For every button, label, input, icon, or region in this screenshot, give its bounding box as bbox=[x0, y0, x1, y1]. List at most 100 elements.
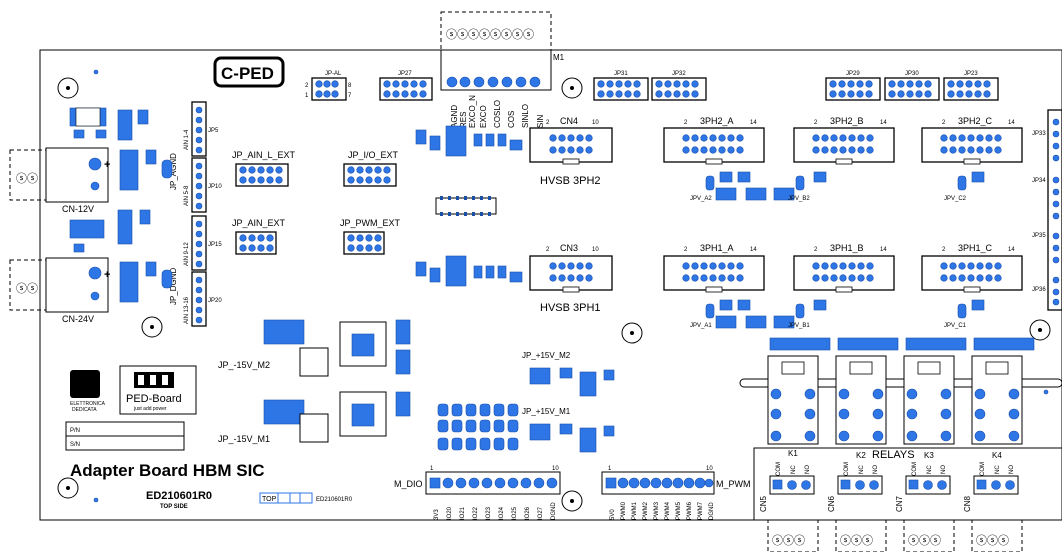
ain-9-12-label: AIN 9-12 bbox=[184, 242, 190, 266]
m1-pin-labels: AGND RES EXCO_N EXCO COSLO COS SINLO SIN bbox=[450, 95, 545, 128]
svg-text:ⓢⓢⓢ: ⓢⓢⓢ bbox=[772, 534, 805, 547]
svg-text:NC: NC bbox=[927, 465, 933, 474]
pn-label: P/N bbox=[70, 428, 80, 434]
svg-text:COM: COM bbox=[980, 462, 986, 476]
cn-24v-hatch: ⓢⓢ bbox=[16, 282, 38, 295]
svg-text:PWM1: PWM1 bbox=[632, 501, 638, 520]
cped-logo-text: C-PED bbox=[221, 64, 274, 83]
jp-agnd-label: JP_AGND bbox=[169, 153, 178, 190]
svg-text:AGND: AGND bbox=[450, 105, 459, 128]
svg-text:JPV_C2: JPV_C2 bbox=[944, 196, 967, 202]
cn-24v-pin-1 bbox=[88, 266, 102, 280]
svg-text:NC: NC bbox=[791, 465, 797, 474]
jp-15v-m1-label: JP_-15V_M1 bbox=[218, 434, 270, 444]
jp23-group: JP23 bbox=[943, 71, 999, 101]
ain-5-8-label: AIN 5-8 bbox=[184, 185, 190, 206]
relays-label: RELAYS bbox=[872, 449, 915, 461]
svg-text:NC: NC bbox=[995, 465, 1001, 474]
svg-text:2: 2 bbox=[942, 120, 946, 126]
m-dio-num-1: 1 bbox=[430, 466, 434, 472]
connector-3ph1-c: 3PH1_C 2 14 bbox=[921, 243, 1023, 293]
cn3-connector bbox=[529, 255, 613, 291]
m1-label: M1 bbox=[553, 53, 565, 62]
board-code: ED210601R0 bbox=[146, 490, 212, 502]
svg-text:2: 2 bbox=[684, 120, 688, 126]
svg-text:COSLO: COSLO bbox=[493, 100, 502, 128]
connector-3ph1-b: 3PH1_B 2 14 bbox=[793, 243, 895, 293]
jp-dgnd-jumper bbox=[161, 269, 173, 289]
jp15-label: JP15 bbox=[208, 242, 222, 248]
svg-text:DEDICATA: DEDICATA bbox=[72, 407, 97, 413]
cn3-num-2: 2 bbox=[546, 247, 550, 253]
m-pwm-pin-labels: 5V0 PWM0 PWM1 PWM2 PWM3 PWM4 PWM5 PWM6 P… bbox=[610, 501, 715, 520]
cn-24v-pin-2 bbox=[90, 291, 100, 301]
jp-io-ext-pins bbox=[347, 166, 391, 184]
jp-al-label: JP-AL bbox=[325, 71, 342, 77]
jp29-group: JP29 bbox=[825, 71, 881, 101]
svg-text:14: 14 bbox=[1008, 247, 1015, 253]
svg-text:ⓢⓢⓢⓢⓢⓢⓢⓢ: ⓢⓢⓢⓢⓢⓢⓢⓢ bbox=[446, 28, 534, 41]
connector-3ph2-a: 3PH2_A 2 14 bbox=[663, 116, 765, 165]
svg-text:ⓢⓢⓢ: ⓢⓢⓢ bbox=[976, 534, 1009, 547]
m1-hatch-marks: ⓢⓢⓢⓢⓢⓢⓢⓢ bbox=[446, 28, 534, 41]
jp20-label: JP20 bbox=[208, 298, 222, 304]
k1-label: K1 bbox=[788, 449, 798, 458]
svg-text:14: 14 bbox=[750, 120, 757, 126]
jp-al-num-8: 8 bbox=[348, 83, 352, 89]
svg-text:PWM6: PWM6 bbox=[687, 501, 693, 520]
m-pwm-pins bbox=[605, 477, 714, 489]
svg-text:PWM4: PWM4 bbox=[665, 501, 671, 520]
jp-io-ext-label: JP_I/O_EXT bbox=[348, 150, 399, 160]
svg-text:2: 2 bbox=[684, 247, 688, 253]
svg-text:IO24: IO24 bbox=[499, 506, 505, 520]
k4-label: K4 bbox=[992, 451, 1002, 460]
svg-text:2: 2 bbox=[814, 120, 818, 126]
svg-text:2: 2 bbox=[814, 247, 818, 253]
jp10-label: JP10 bbox=[208, 184, 222, 190]
jp-al-num-2: 2 bbox=[305, 83, 309, 89]
connector-3ph2-c: 3PH2_C 2 14 bbox=[921, 116, 1023, 165]
cn6-label: CN6 bbox=[827, 495, 836, 512]
relay-output-terminals bbox=[769, 475, 1019, 495]
cn-12v-plus: + bbox=[104, 159, 110, 171]
svg-text:just add power: just add power bbox=[133, 406, 167, 412]
svg-text:JPV_B2: JPV_B2 bbox=[788, 196, 810, 202]
svg-text:14: 14 bbox=[880, 247, 887, 253]
relay-pin-labels: COM NC NO COM NC NO COM NC NO COM NC NO bbox=[776, 462, 1015, 476]
jp-al-num-1: 1 bbox=[305, 93, 309, 99]
m-pwm-connector bbox=[601, 471, 715, 495]
fiducial-dots bbox=[93, 69, 1049, 503]
cn4-num-2: 2 bbox=[546, 120, 550, 126]
svg-text:JP35: JP35 bbox=[1032, 233, 1046, 239]
cn-12v-connector bbox=[45, 147, 109, 203]
cn-12v-dashed bbox=[9, 149, 47, 201]
plus15v-components bbox=[529, 367, 615, 453]
cn8-label: CN8 bbox=[963, 495, 972, 512]
board-outline bbox=[39, 49, 1062, 521]
svg-text:PWM7: PWM7 bbox=[698, 501, 704, 520]
svg-text:IO22: IO22 bbox=[473, 506, 479, 520]
jp5-label: JP5 bbox=[208, 128, 219, 134]
cn-12v-label: CN-12V bbox=[62, 204, 94, 214]
cn4-pins bbox=[549, 134, 593, 154]
relay-pins bbox=[770, 388, 1020, 442]
jp-al-pins bbox=[315, 80, 339, 98]
cped-logo bbox=[213, 56, 285, 88]
svg-text:RES: RES bbox=[459, 112, 468, 128]
svg-text:IO26: IO26 bbox=[525, 506, 531, 520]
resistor-array bbox=[437, 403, 519, 451]
jp-15v-m2-label: JP_-15V_M2 bbox=[218, 360, 270, 370]
svg-text:COM: COM bbox=[912, 462, 918, 476]
svg-text:ELETTRONICA: ELETTRONICA bbox=[70, 401, 106, 407]
svg-text:JP29: JP29 bbox=[846, 71, 860, 77]
svg-text:DGND: DGND bbox=[709, 502, 715, 520]
svg-text:COM: COM bbox=[844, 462, 850, 476]
svg-text:JPV_C1: JPV_C1 bbox=[944, 323, 967, 329]
cn4-num-10: 10 bbox=[592, 120, 599, 126]
cn4-label: CN4 bbox=[560, 116, 578, 126]
svg-text:NO: NO bbox=[873, 465, 879, 474]
left-power-components bbox=[69, 107, 157, 303]
svg-text:IO20: IO20 bbox=[447, 506, 453, 520]
svg-text:3PH2_A: 3PH2_A bbox=[700, 116, 734, 126]
